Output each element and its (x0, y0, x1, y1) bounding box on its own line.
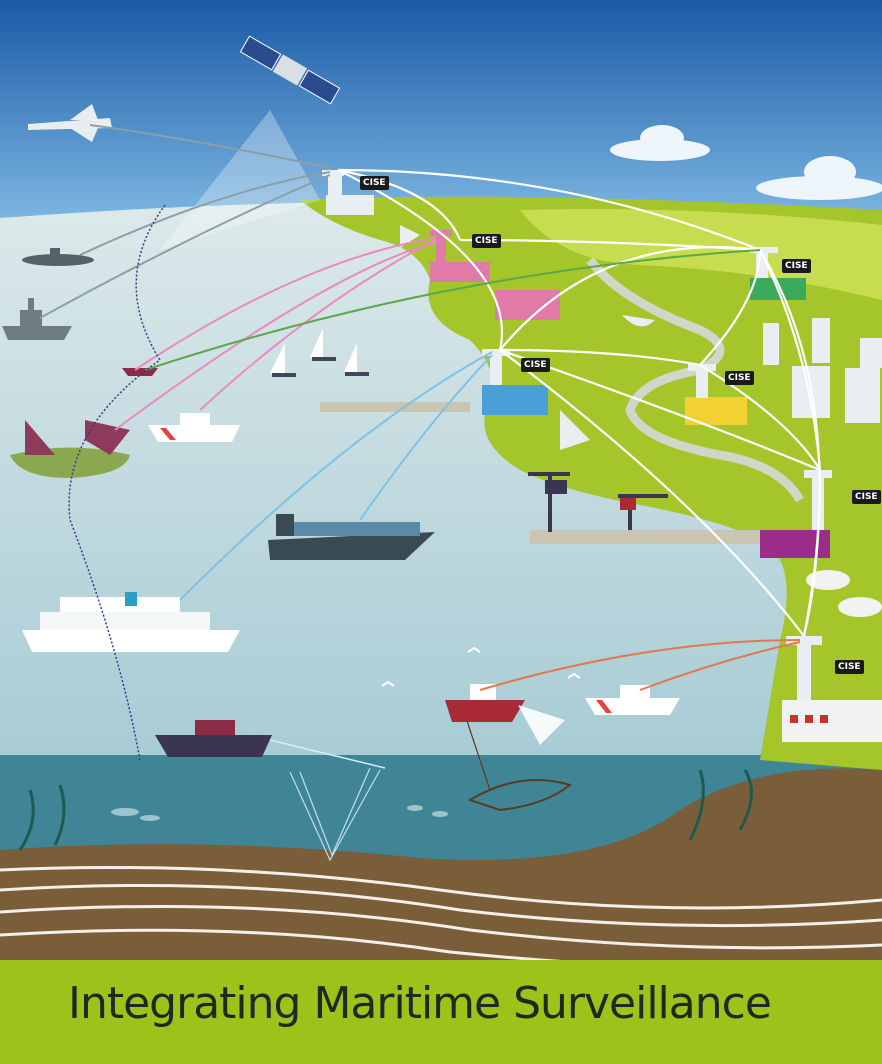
title-band (0, 960, 882, 1064)
control-tower-icon (782, 636, 882, 742)
net-line (464, 714, 491, 791)
crane-icon (528, 472, 570, 532)
submarine-icon (22, 248, 94, 266)
islet (10, 447, 130, 478)
network-links (337, 168, 822, 637)
pier (320, 402, 470, 412)
radar-coverage-line (68, 204, 166, 761)
container-ship-icon (268, 514, 435, 560)
cise-node-label: CISE (725, 371, 754, 385)
fish-icon (111, 805, 448, 821)
road (586, 257, 804, 503)
cise-node-label: CISE (360, 176, 389, 190)
storage-tanks (806, 570, 882, 617)
tow-cable (269, 739, 386, 769)
cruise-ship-icon (22, 592, 240, 652)
cise-node-label: CISE (782, 259, 811, 273)
satellite-icon (239, 35, 341, 105)
pier (530, 530, 765, 544)
city-buildings (763, 318, 882, 423)
shipwreck (25, 420, 130, 455)
warship-icon (155, 720, 272, 757)
sailboat-icon (270, 328, 369, 377)
seagull-icon (381, 646, 581, 687)
seaweed (18, 769, 753, 851)
sensor-links (39, 124, 801, 691)
land (300, 196, 882, 770)
fighter-jet-icon (28, 104, 112, 142)
warship-icon (2, 298, 72, 340)
sonar-beams (289, 767, 381, 862)
cise-node-label: CISE (521, 358, 550, 372)
building (495, 290, 560, 320)
cise-node-label: CISE (835, 660, 864, 674)
control-tower-icon (482, 349, 548, 415)
cise-node-label: CISE (852, 490, 881, 504)
control-tower-icon (322, 170, 374, 215)
page-title: Integrating Maritime Surveillance (68, 978, 772, 1029)
searchlight-beam (518, 705, 565, 745)
control-tower-icon (760, 470, 832, 558)
cloud (610, 125, 882, 200)
fishing-boat-icon (122, 368, 158, 376)
radar-dish-icon (400, 225, 655, 450)
fishing-net (467, 779, 573, 812)
satellite-beam (160, 110, 320, 250)
crane-icon (618, 494, 668, 530)
cise-node-label: CISE (472, 234, 501, 248)
coastguard-boat-icon (148, 413, 240, 442)
